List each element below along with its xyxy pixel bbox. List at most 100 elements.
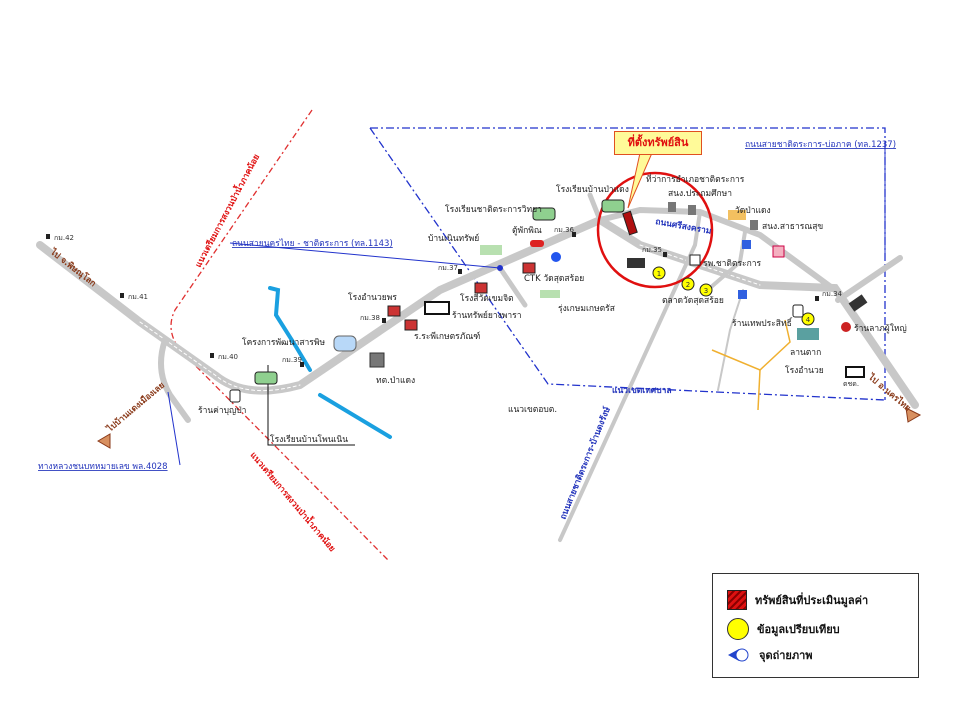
bank-icon [845, 366, 865, 378]
km-label: กม.37 [438, 264, 458, 272]
house-icon [480, 245, 502, 255]
restaurant-icon [792, 304, 804, 318]
market-icon [848, 294, 868, 312]
place-label: โรงอำนวยพร [348, 292, 397, 303]
comparable-4: 4 [801, 312, 815, 326]
km-post-icon [300, 362, 304, 367]
subject-property-icon [622, 210, 638, 236]
road-label-to-baanmuang: ไปบ้านแดงเมืองเลย [104, 380, 167, 435]
water-icon [742, 240, 751, 249]
legend-item-comparable: ข้อมูลเปรียบเทียบ [727, 618, 840, 640]
road-label-1237: ถนนสายชาติตระการ-บ่อภาค (ทล.1237) [745, 140, 896, 150]
road-label-bantong: ถนนสายชาติตระการ-บ้านดงรังษ์ [558, 405, 613, 521]
km-label: กม.42 [54, 234, 74, 242]
emblem-icon [772, 245, 785, 258]
municipal-boundary [369, 127, 886, 401]
road-label-local: ถนนศรีสงคราม [654, 216, 712, 237]
map-legend: ทรัพย์สินที่ประเมินมูลค่า ข้อมูลเปรียบเท… [712, 573, 919, 678]
legend-item-subject: ทรัพย์สินที่ประเมินมูลค่า [727, 590, 868, 610]
comparable-3: 3 [699, 283, 713, 297]
road-label-4028: ทางหลวงชนบทหมายเลข พล.4028 [38, 462, 168, 472]
place-icons [46, 199, 922, 449]
km-post-icon [46, 234, 50, 239]
km-label: กม.38 [360, 314, 380, 322]
warehouse-icon [797, 328, 819, 340]
royal-project-icon [333, 335, 357, 352]
car-icon [530, 240, 544, 247]
comparable-markers: 1 2 3 4 [652, 266, 815, 326]
school-icon [601, 199, 625, 213]
km-post-icon [458, 269, 462, 274]
leader-line-4028 [167, 391, 181, 466]
shop-icon [404, 319, 418, 331]
place-label: ร้านลาภผู้ใหญ่ [854, 323, 907, 334]
boundary-label-municipal: แนวเขตเทศบาล [612, 386, 672, 396]
place-label: ร้านเทพประสิทธิ์ [732, 317, 793, 329]
school-icon [254, 371, 278, 385]
km-post-icon [663, 252, 667, 257]
km-post-icon [210, 353, 214, 358]
comparable-3-label: 3 [704, 287, 708, 295]
restaurant-icon [229, 389, 241, 403]
river [268, 286, 312, 372]
place-label: สนง.สาธารณสุข [762, 222, 823, 232]
boundary-label-tambon: แนวเขตอบต. [508, 405, 557, 415]
place-label: รุ่งเกษมเกษตรัส [558, 304, 616, 314]
place-label: โรงเรียนบ้านป่าแดง [556, 184, 629, 195]
house-icon [540, 290, 560, 298]
market-icon [627, 258, 645, 268]
leader-line-1143 [229, 242, 501, 269]
place-label: ร้านค่าบุญป่า [198, 405, 246, 416]
government-icon [668, 202, 676, 212]
km-label: กม.36 [554, 226, 575, 234]
km-label: กม.35 [642, 246, 662, 254]
subject-location-callout: ที่ตั้งทรัพย์สิน [614, 131, 702, 155]
direction-arrow-icon [97, 433, 111, 449]
school-icon [532, 207, 556, 221]
place-label: ตชด. [843, 380, 859, 388]
temple-icon [728, 210, 746, 220]
gas-station-icon [551, 252, 561, 262]
km-post-icon [382, 318, 386, 323]
boundary-label-lower: แนวเตรียมการสงวนป่าน้ำภาคน้อย [248, 449, 339, 554]
place-label: โรงเรียนชาติตระการวิทยา [445, 204, 542, 215]
km-label: กม.40 [218, 353, 238, 361]
place-label: บ้านเนินทรัพย์ [428, 233, 479, 244]
place-label: โรงอำนวย [785, 365, 824, 376]
shop-icon [474, 282, 488, 294]
km-post-icon [572, 232, 576, 237]
comparable-data-icon [727, 618, 749, 640]
leader-line-school [267, 365, 355, 446]
canal [318, 393, 392, 439]
subject-property-icon [727, 590, 747, 610]
legend-label: ทรัพย์สินที่ประเมินมูลค่า [755, 594, 869, 607]
local-path [711, 319, 791, 411]
water-icon [738, 290, 747, 299]
comparable-2-label: 2 [686, 281, 690, 289]
km-label: กม.41 [128, 293, 148, 301]
legend-item-photo: จุดถ่ายภาพ [727, 646, 813, 664]
comparable-4-label: 4 [806, 316, 811, 324]
subject-highlight-circle [596, 171, 714, 289]
shop-icon [522, 262, 536, 274]
legend-label: จุดถ่ายภาพ [759, 649, 813, 662]
shop-icon [841, 322, 851, 332]
road-junction-dot [497, 265, 503, 271]
comparable-2: 2 [681, 277, 695, 291]
km-post-icon [120, 293, 124, 298]
shop-icon [387, 305, 401, 317]
km-label: กม.34 [822, 290, 843, 298]
place-label: ที่ว่าการอำเภอชาติตระการ [646, 173, 745, 185]
legend-label: ข้อมูลเปรียบเทียบ [757, 623, 840, 636]
place-label: ลานตาก [790, 348, 821, 358]
place-label: โรงสีวัดเขมจิต [460, 293, 514, 304]
road-label-1143: ถนนสายนครไทย - ชาติตระการ (ทล.1143) [232, 238, 393, 249]
place-label: ทต.ป่าแดง [376, 376, 415, 386]
place-label: โรงเรียนบ้านโพนเนิน [270, 434, 348, 445]
photo-point-icon [727, 647, 751, 663]
place-label: วัดป่าแดง [735, 206, 771, 216]
boundary-label-upper: แนวเตรียมการสงวนป่าน้ำภาคน้อย [191, 151, 262, 269]
comparable-1: 1 [652, 266, 666, 280]
place-label: สนง.ประถมศึกษา [668, 189, 732, 199]
